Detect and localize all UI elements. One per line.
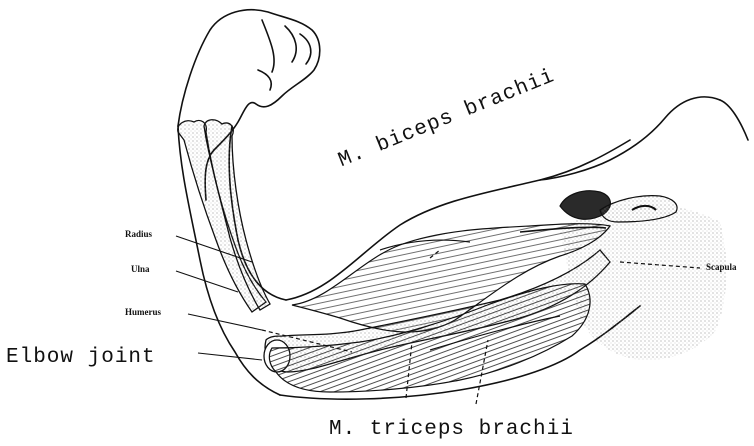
- triceps-label: M. triceps brachii: [329, 418, 574, 441]
- scapula-label: Scapula: [706, 262, 737, 272]
- elbow-leader: [198, 353, 262, 360]
- humerus-leader: [188, 314, 262, 330]
- humerus-label: Humerus: [125, 307, 161, 317]
- radius-label: Radius: [125, 229, 152, 239]
- scapula-region: [560, 191, 726, 360]
- ulna-label: Ulna: [131, 264, 150, 274]
- elbow-joint-label: Elbow joint: [6, 346, 156, 369]
